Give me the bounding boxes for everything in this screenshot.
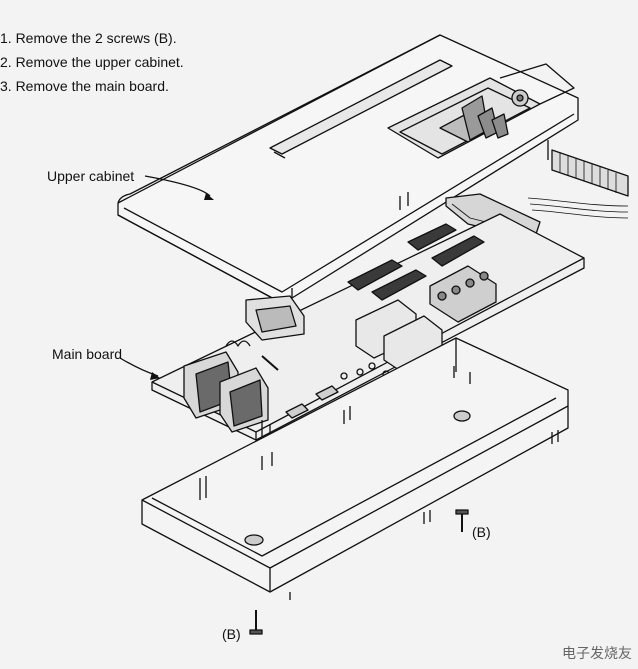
- upper-cabinet: [117, 34, 579, 301]
- upper-cabinet-leader: [144, 175, 211, 197]
- screw-b-left: [249, 610, 263, 635]
- main-board: [151, 213, 585, 442]
- main-board-label: Main board: [52, 346, 123, 362]
- instruction-step: 1. Remove the 2 screws (B).: [0, 30, 177, 46]
- watermark: 电子发烧友: [562, 645, 632, 661]
- instruction-step: 3. Remove the main board.: [0, 78, 169, 94]
- instruction-list: 1. Remove the 2 screws (B). 2. Remove th…: [0, 26, 184, 98]
- lower-cabinet: [141, 337, 569, 600]
- upper-cabinet-label: Upper cabinet: [47, 168, 135, 184]
- screw-b-label-right: (B): [472, 524, 491, 540]
- screw-b-label-left: (B): [222, 626, 241, 642]
- instruction-step: 2. Remove the upper cabinet.: [0, 54, 184, 70]
- screw-b-right: [455, 509, 469, 532]
